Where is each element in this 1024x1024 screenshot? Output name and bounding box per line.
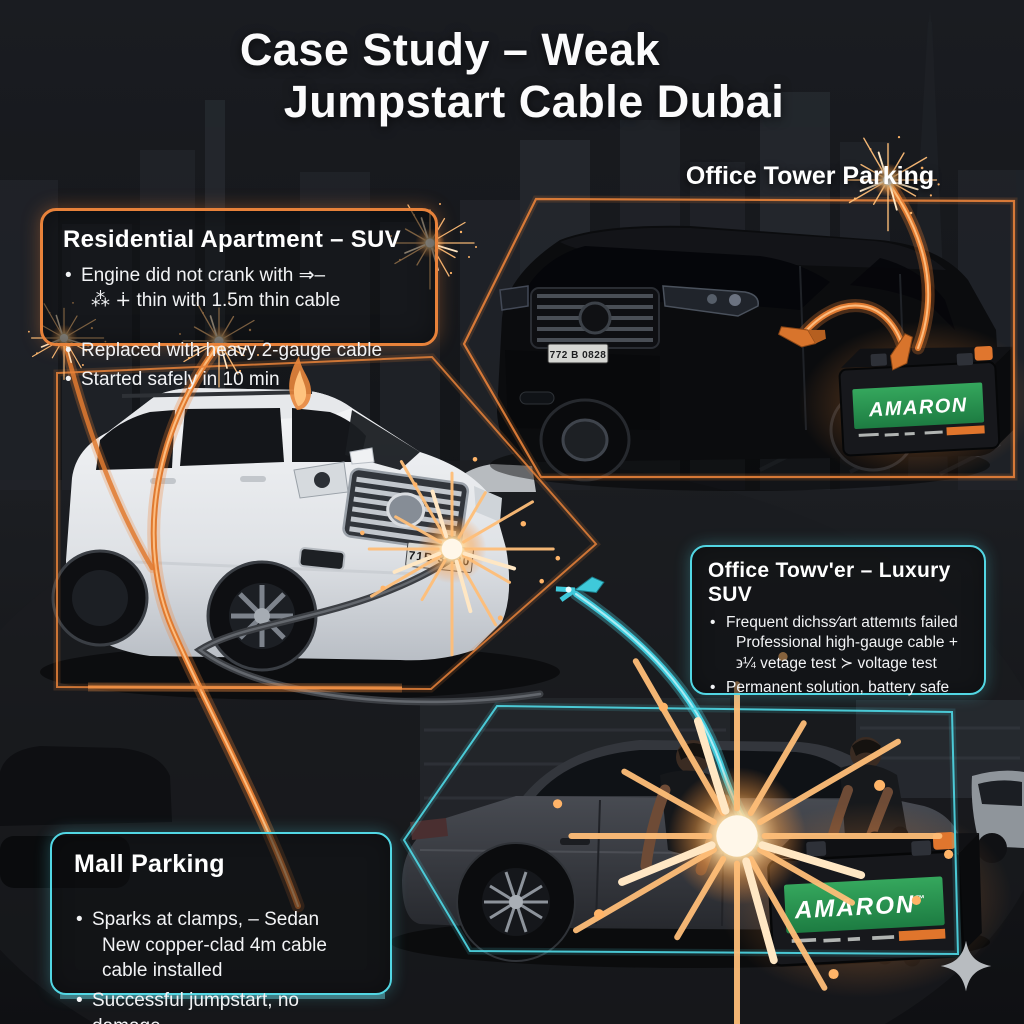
bullet-item: Started safely in 10 min [63,368,415,393]
title-line-1: Case Study – Weak [239,24,661,75]
panel-border-office [460,195,1018,481]
bullet-item: Replaced with heavy 2-gauge cable [63,339,415,364]
battery-clamp-orange [777,326,826,348]
callout-bullet-list: Frequent dichss⁄art attemıts failed Prof… [708,613,968,699]
callout-bullet-list: Engine did not crank with ⇒– ⁂ ∔ thin wi… [63,264,415,393]
jumper-cable-orange-left [59,335,305,913]
black-suv-plate: 772 B 0828 [547,343,609,364]
jumper-cable-dark [193,552,544,706]
bullet-item: Permanent solution, battery safe [708,678,968,698]
sparkle-icon [940,940,992,992]
callout-office-tower: Office Towv'er – Luxury SUV Frequent dic… [690,545,986,696]
office-tower-parking-label: Office Tower Parking [685,162,935,190]
battery-clamp-cyan [555,576,605,602]
title-line-2: Jumpstart Cable Dubai [283,76,785,128]
callout-title: Mall Parking [74,850,225,878]
callout-title: Office Towv'er – Luxury SUV [708,559,951,606]
page-title: Case Study – Weak Jumpstart Cable Dubai [70,24,830,128]
battery-clamp-orange [889,333,913,371]
bullet-item: Frequent dichss⁄art attemıts failed Prof… [708,613,968,674]
svg-text:772 B 0828: 772 B 0828 [550,350,607,361]
callout-residential-apartment: Residential Apartment – SUV Engine did n… [40,208,438,390]
callout-mall-parking: Mall Parking Sparks at clamps, – Sedan N… [50,832,392,1024]
callout-bullet-list: Sparks at clamps, – Sedan New copper-cla… [74,907,368,1024]
bullet-item: Successful jumpstart, no damage [74,988,368,1024]
battery-brand-label: AMARON™ [793,890,928,924]
panel-border-mall [399,702,962,958]
bullet-item: Sparks at clamps, – Sedan New copper-cla… [74,907,368,984]
car-battery-office: AMARON [799,321,1024,482]
callout-title: Residential Apartment – SUV [63,226,401,253]
bullet-item: Engine did not crank with ⇒– ⁂ ∔ thin wi… [63,264,415,313]
battery-brand-label: AMARON [867,394,968,421]
